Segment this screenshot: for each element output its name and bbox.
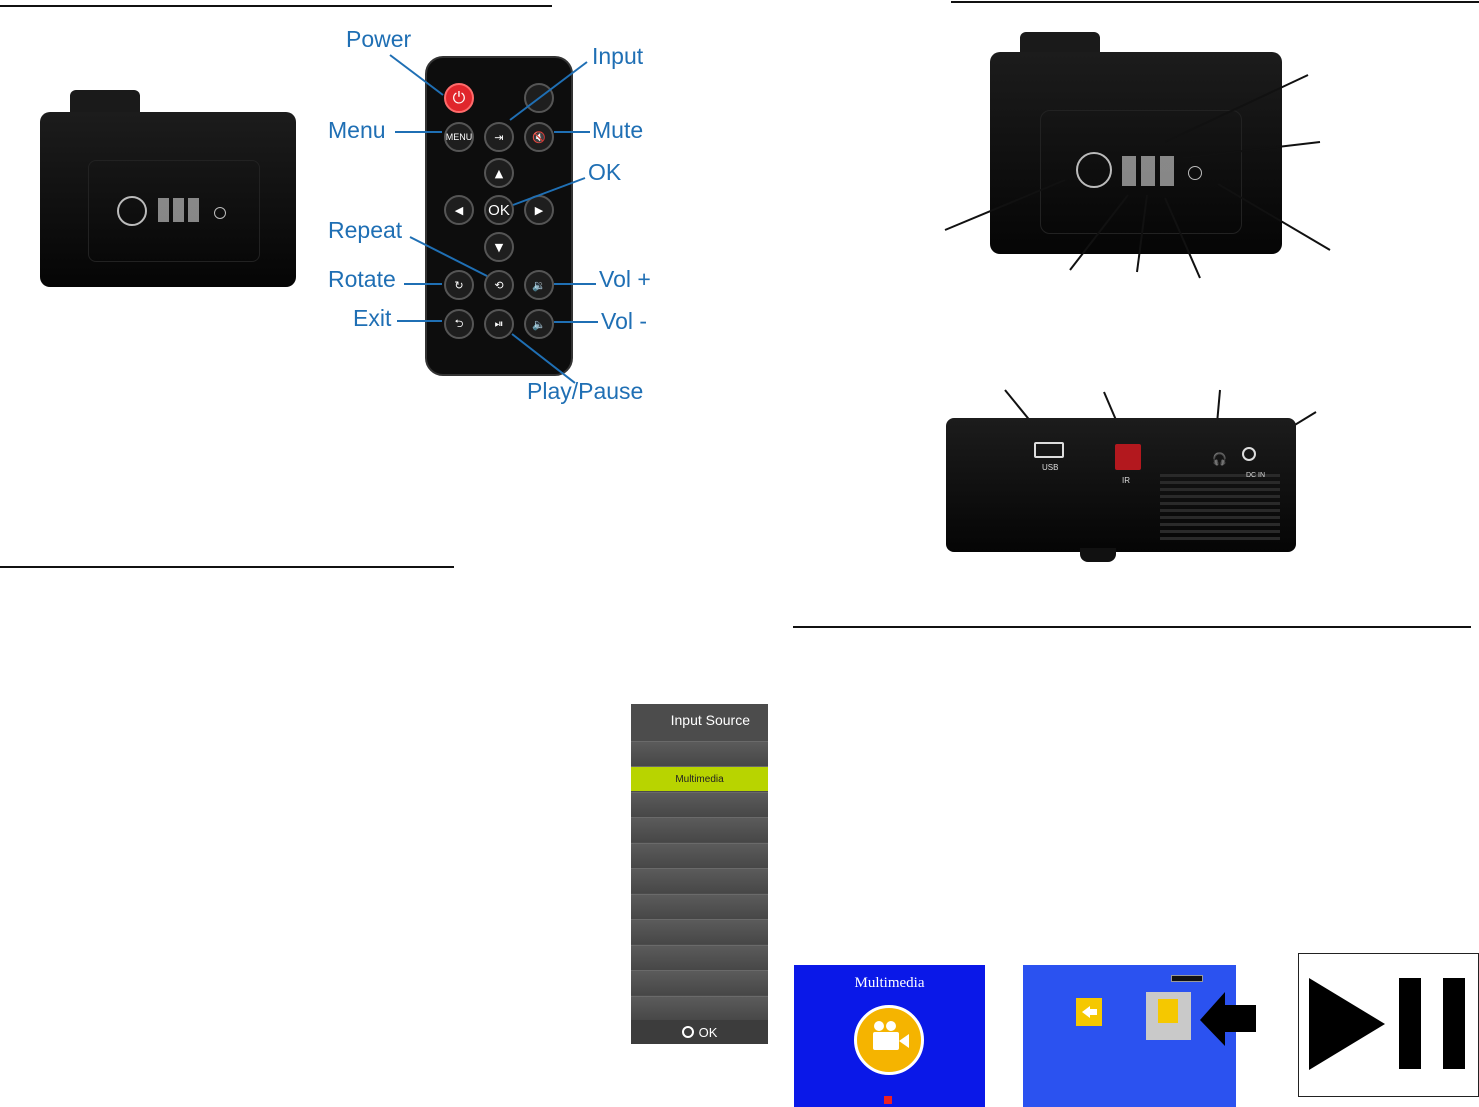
headphone-jack-icon: 🎧 (1212, 452, 1227, 466)
file-browser-screen (1023, 965, 1236, 1107)
menu-row[interactable] (631, 817, 768, 842)
menu-footer: OK (631, 1020, 768, 1044)
movie-camera-icon[interactable] (854, 1005, 924, 1075)
remote-ok-button[interactable]: OK (484, 195, 514, 225)
ir-label: IR (1122, 476, 1130, 485)
play-pause-icon (1298, 953, 1479, 1097)
sd-card-icon (1158, 999, 1178, 1023)
usb-label: USB (1042, 463, 1059, 472)
power-icon (214, 207, 226, 219)
callout-menu: Menu (328, 117, 386, 143)
input-source-title: Input Source (670, 712, 750, 728)
menu-row[interactable] (631, 970, 768, 995)
dc-in-label: DC IN (1246, 472, 1266, 479)
small-red-indicator (884, 1096, 892, 1104)
top-status-bar (1171, 975, 1203, 982)
remote-repeat-button[interactable]: ⟲ (484, 270, 514, 300)
section-rule-mid-right (793, 626, 1471, 628)
menu-row[interactable] (631, 919, 768, 944)
menu-row[interactable] (631, 741, 768, 766)
remote-rotate-button[interactable]: ↻ (444, 270, 474, 300)
menu-row[interactable] (631, 894, 768, 919)
power-icon (1188, 166, 1202, 180)
remote-play-pause-button[interactable]: ⏯ (484, 309, 514, 339)
menu-row-selected[interactable]: Multimedia (631, 766, 768, 791)
dpad-icon (117, 196, 147, 226)
menu-row[interactable] (631, 868, 768, 893)
callout-exit: Exit (353, 305, 392, 331)
remote-input-button[interactable]: ⇥ (484, 122, 514, 152)
menu-row[interactable] (631, 843, 768, 868)
remote-vol-up-button[interactable]: 🔉 (524, 270, 554, 300)
confirm-label: OK (698, 1024, 718, 1040)
sd-card-tile[interactable] (1146, 992, 1191, 1040)
input-source-menu: Input Source Multimedia OK (631, 704, 768, 1044)
menu-row[interactable] (631, 792, 768, 817)
callout-ok: OK (588, 159, 622, 185)
callout-input: Input (592, 43, 644, 69)
remote-vol-down-button[interactable]: 🔈 (524, 309, 554, 339)
remote-menu-button[interactable]: MENU (444, 122, 474, 152)
callout-power: Power (346, 26, 412, 52)
callout-repeat: Repeat (328, 217, 403, 243)
callout-rotate: Rotate (328, 266, 396, 292)
callout-play-pause: Play/Pause (527, 378, 644, 404)
multimedia-screen: Multimedia (794, 965, 985, 1107)
return-folder-icon[interactable] (1076, 998, 1102, 1026)
remote-up-button[interactable]: ▲ (484, 158, 514, 188)
section-rule-top-right (951, 1, 1479, 3)
callout-mute: Mute (592, 117, 644, 143)
remote-mute-button[interactable]: 🔇 (524, 122, 554, 152)
remote-down-button[interactable]: ▼ (484, 232, 514, 262)
usb-port-icon (1034, 442, 1064, 458)
section-rule-mid-left (0, 566, 454, 568)
callout-vol-down: Vol - (601, 308, 648, 334)
remote-exit-button[interactable]: ⮌ (444, 309, 474, 339)
remote-power-button[interactable]: ⏻ (444, 83, 474, 113)
menu-row[interactable] (631, 945, 768, 970)
callout-vol-up: Vol + (599, 266, 651, 292)
ir-sensor-icon (1115, 444, 1141, 470)
remote-control: ⏻ MENU ⇥ 🔇 ▲ ◀ OK ▶ ▼ ↻ ⟲ 🔉 ⮌ ⏯ 🔈 (425, 56, 573, 376)
section-rule-top-left (0, 5, 552, 7)
ok-circle-icon (681, 1026, 694, 1038)
menu-row[interactable] (631, 996, 768, 1021)
dc-in-port-icon (1242, 447, 1256, 461)
multimedia-title: Multimedia (854, 975, 925, 991)
dpad-icon (1076, 152, 1112, 188)
remote-left-button[interactable]: ◀ (444, 195, 474, 225)
